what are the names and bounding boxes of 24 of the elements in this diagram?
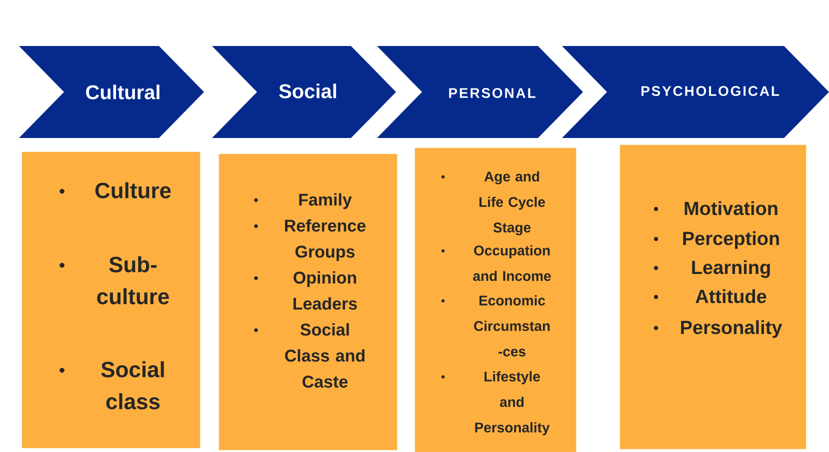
factor-box <box>218 154 398 450</box>
list-item: Learning <box>654 260 770 278</box>
list-item: Culture <box>60 182 171 198</box>
list-item: Occupation and Income <box>441 245 551 281</box>
list-item: Lifestyle and Personality <box>441 371 550 436</box>
list-item: Family <box>254 193 352 210</box>
list-item: Opinion Leaders <box>254 271 357 310</box>
list-item: Reference Groups <box>254 219 366 262</box>
list-item: Social Class and Caste <box>254 323 364 388</box>
chevron-banner: Social <box>212 46 396 138</box>
factor-box <box>620 144 806 450</box>
factor-box <box>22 152 200 448</box>
chevron-banner: PSYCHOLOGICAL <box>562 46 829 138</box>
list-item: Sub-culture <box>60 256 169 304</box>
list-item: Attitude <box>654 289 766 304</box>
list-item: Personality <box>654 320 782 338</box>
chevron-banner: Cultural <box>19 46 204 138</box>
list-item: Motivation <box>654 201 778 216</box>
factor-box <box>414 148 576 452</box>
list-item: Perception <box>654 231 779 249</box>
list-item: Social class <box>60 361 164 410</box>
list-item: Age and Life Cycle Stage <box>441 171 545 236</box>
list-item: Economic Circumstan -ces <box>441 295 550 356</box>
chevron-banner: PERSONAL <box>377 46 583 138</box>
